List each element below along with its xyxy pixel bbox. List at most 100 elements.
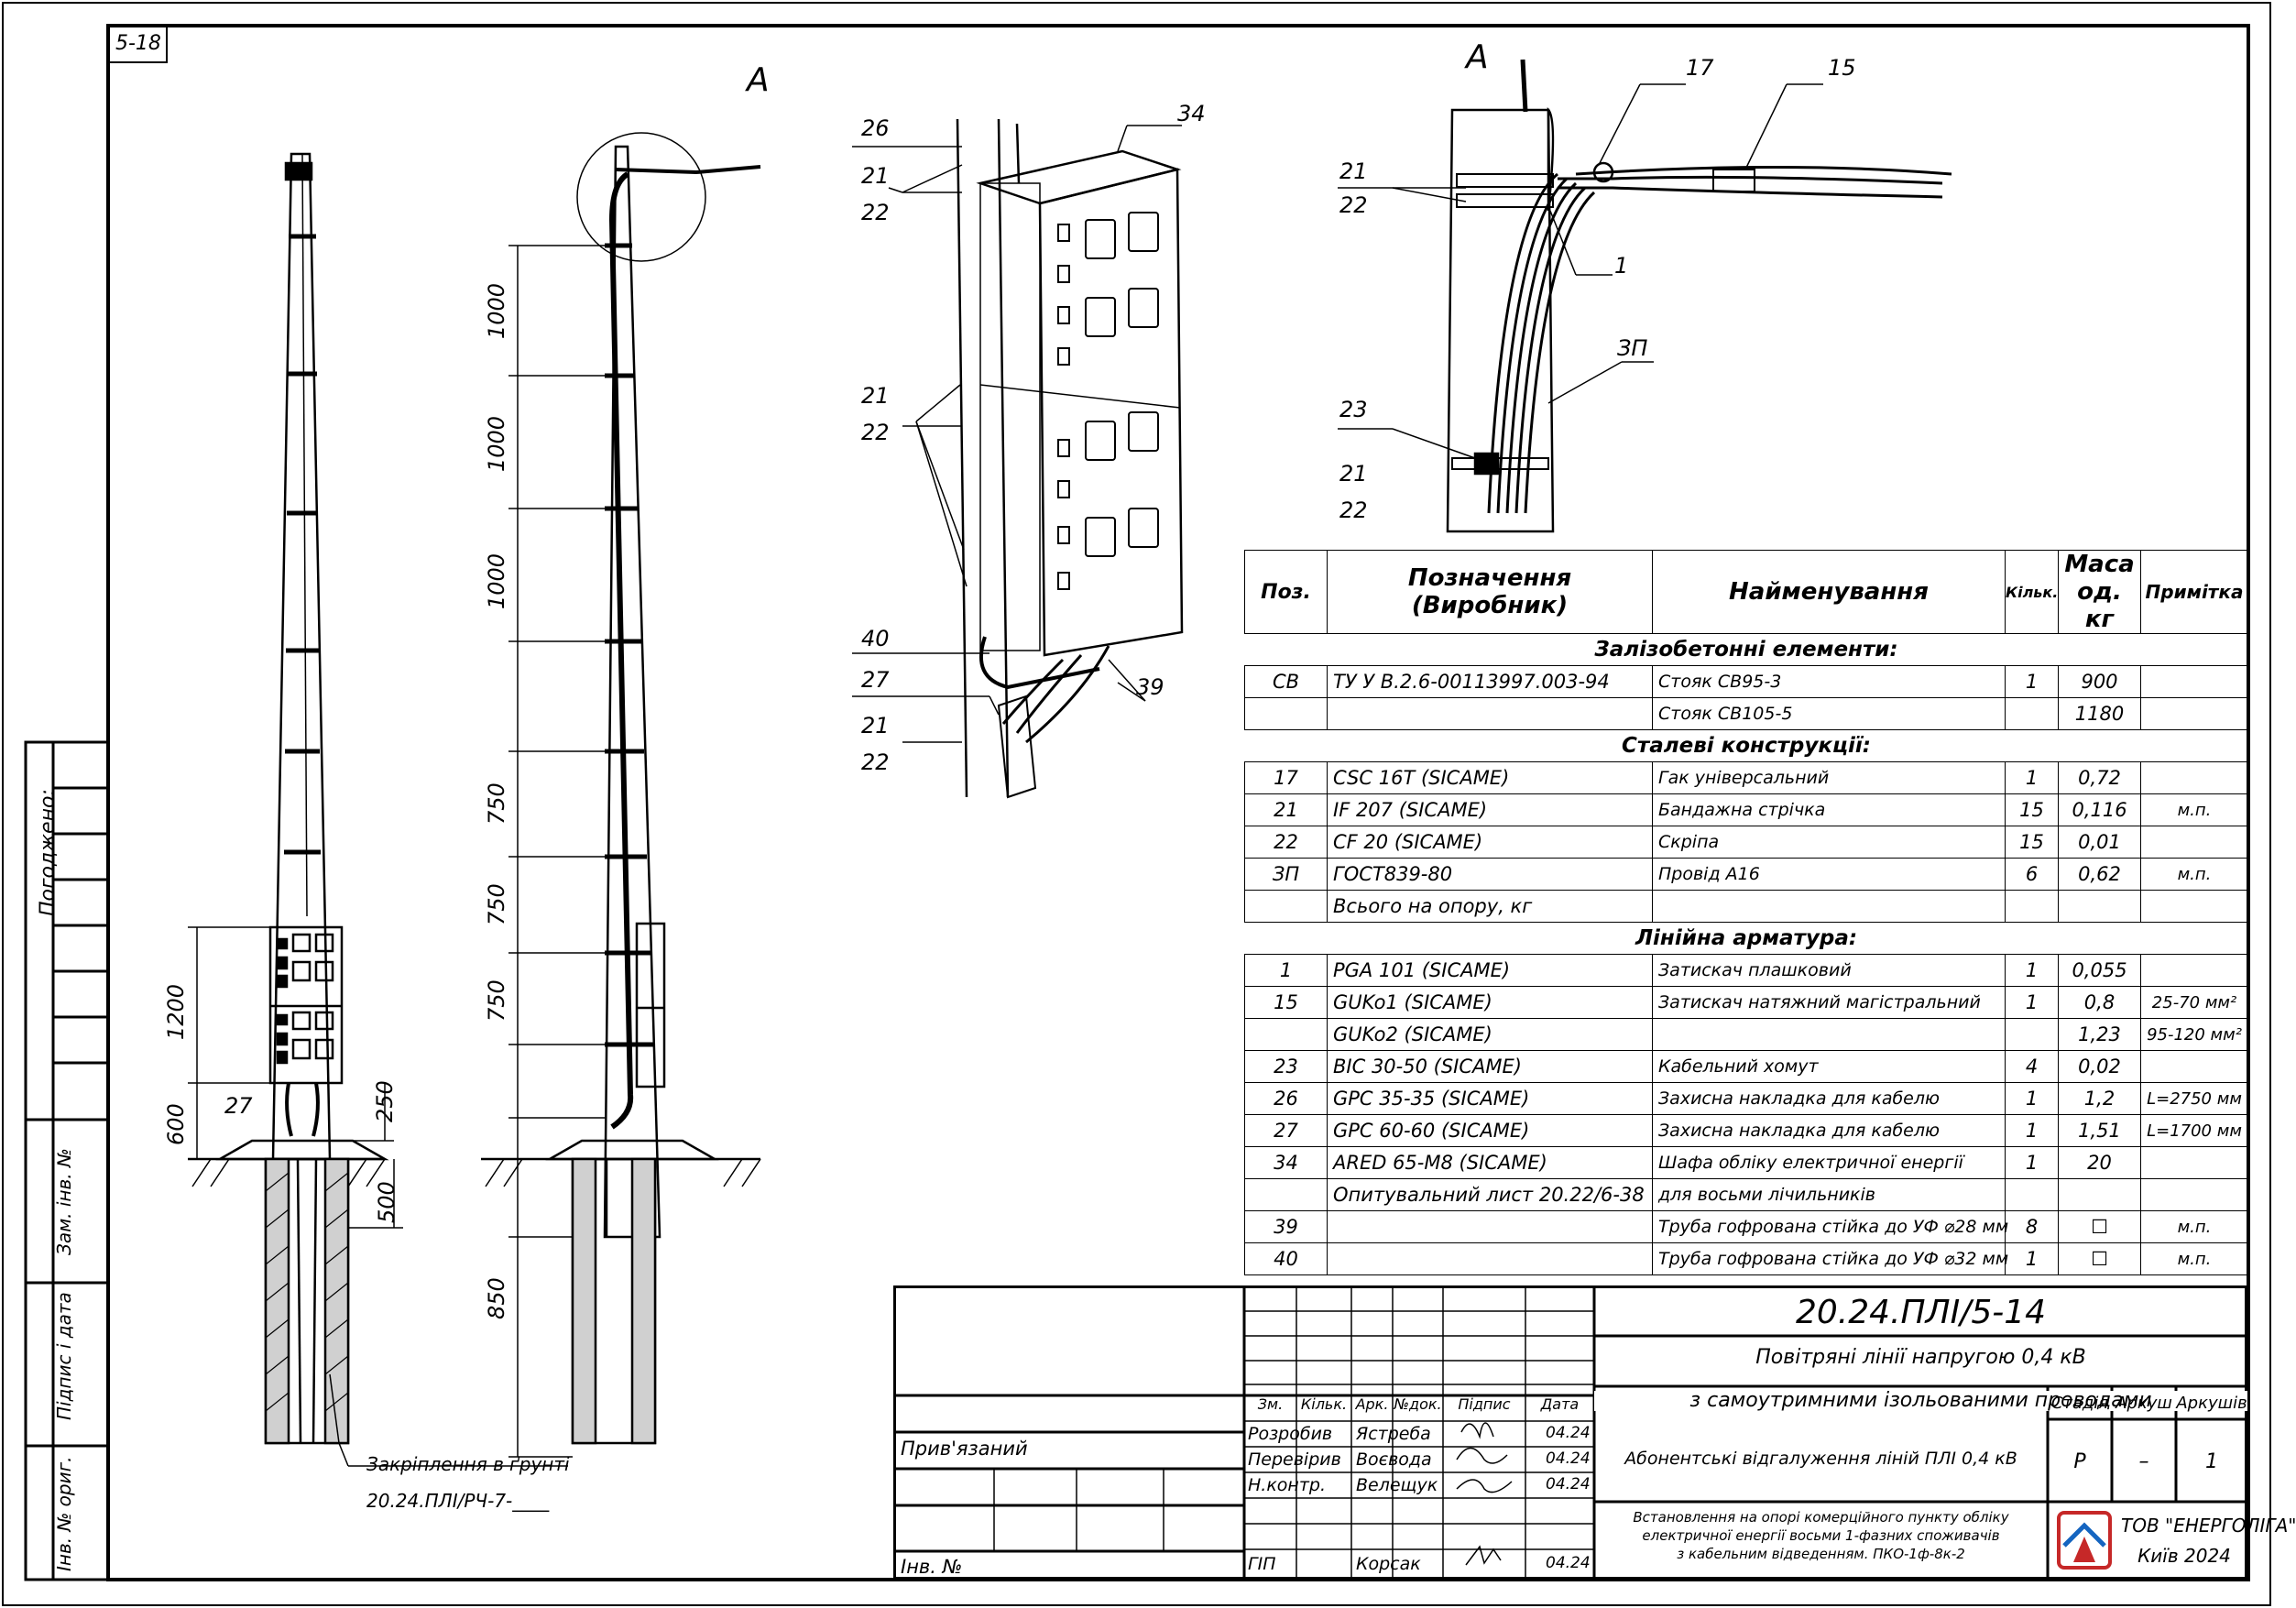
sheets-label: Аркушів (2176, 1394, 2247, 1413)
name-chief-engineer: Корсак (1356, 1554, 1421, 1574)
spec-cell-mass: 1,23 (2058, 1018, 2141, 1051)
rev-header-sign: Підпис (1458, 1395, 1511, 1413)
spec-cell-code: CF 20 (SICAME) (1327, 826, 1653, 859)
spec-cell-mass: 0,055 (2058, 954, 2141, 987)
spec-cell-name: Скріпа (1652, 826, 2006, 859)
spec-cell-name: Затискач плашковий (1652, 954, 2006, 987)
spec-cell-code: ГОСТ839-80 (1327, 858, 1653, 891)
dim-500: 500 (374, 1181, 399, 1223)
spec-cell-code: GPC 35-35 (SICAME) (1327, 1082, 1653, 1115)
spec-cell-code: GUKo2 (SICAME) (1327, 1018, 1653, 1051)
spec-cell-qty: 6 (2005, 858, 2059, 891)
drawing-title: Абонентські відгалуження ліній ПЛІ 0,4 к… (1624, 1449, 2017, 1469)
detail-a-circle (576, 132, 706, 262)
spec-cell-name: Труба гофрована стійка до УФ ⌀28 мм (1652, 1210, 2008, 1243)
spec-cell-qty (2005, 1018, 2059, 1051)
dim-1200: 1200 (163, 983, 189, 1040)
rev-header-qty: Кільк. (1300, 1395, 1348, 1413)
metering-cabinet-side (635, 922, 666, 1088)
spec-cell-mass: 1,51 (2058, 1114, 2141, 1147)
col-qty: Кільк. (2005, 550, 2059, 634)
stage-label: Стадія (2050, 1394, 2109, 1413)
spec-cell-pos: СВ (1244, 665, 1328, 698)
spec-cell-name: Труба гофрована стійка до УФ ⌀32 мм (1652, 1242, 2008, 1275)
col-code: Позначення(Виробник) (1327, 550, 1653, 634)
spec-cell-note (2140, 954, 2248, 987)
callout-22-a: 22 (861, 200, 890, 225)
spec-cell-name: Кабельний хомут (1652, 1050, 2006, 1083)
date-norm-control: 04.24 (1546, 1475, 1591, 1493)
callout-27: 27 (861, 667, 890, 693)
dim-250: 250 (372, 1080, 398, 1122)
spec-cell-note (2140, 1146, 2248, 1179)
spec-cell-note: 95-120 мм² (2140, 1018, 2248, 1051)
role-developer: Розробив (1248, 1424, 1333, 1444)
spec-cell-mass: 900 (2058, 665, 2141, 698)
company-logo (2055, 1509, 2114, 1571)
spec-cell-mass: 20 (2058, 1146, 2141, 1179)
foundation-ref: 20.24.ПЛІ/РЧ-7-____ (366, 1490, 550, 1512)
spec-cell-code: Опитувальний лист 20.22/6-38 (1327, 1178, 1653, 1211)
spec-cell-mass: 1,2 (2058, 1082, 2141, 1115)
spec-cell-pos (1244, 1018, 1328, 1051)
spec-table: Поз. Позначення(Виробник) Найменування К… (1244, 550, 2248, 1275)
spec-section-title: Лінійна арматура: (1244, 922, 2248, 955)
name-checker: Воєвода (1356, 1449, 1432, 1470)
spec-cell-pos (1244, 1178, 1328, 1211)
spec-cell-code: GPC 60-60 (SICAME) (1327, 1114, 1653, 1147)
detail-callout-21-a: 21 (1339, 159, 1368, 184)
spec-cell-code (1327, 1242, 1653, 1275)
date-checker: 04.24 (1546, 1449, 1591, 1468)
spec-cell-mass: 0,72 (2058, 761, 2141, 794)
callout-40: 40 (861, 626, 890, 651)
spec-cell-mass: ☐ (2058, 1242, 2141, 1275)
name-norm-control: Велещук (1356, 1475, 1438, 1495)
spec-header-row: Поз. Позначення(Виробник) Найменування К… (1244, 550, 2248, 634)
view-a-label: А (747, 61, 770, 99)
spec-cell-qty: 1 (2005, 665, 2059, 698)
sheet-value: – (2138, 1450, 2149, 1473)
detail-callout-1: 1 (1614, 253, 1629, 279)
spec-cell-note (2140, 665, 2248, 698)
spec-cell-pos: 26 (1244, 1082, 1328, 1115)
spec-cell-qty: 4 (2005, 1050, 2059, 1083)
spec-cell-note: м.п. (2140, 793, 2248, 826)
spec-cell-note (2140, 1178, 2248, 1211)
spec-cell-pos: 34 (1244, 1146, 1328, 1179)
role-checker: Перевірив (1248, 1449, 1341, 1470)
spec-cell-pos: 15 (1244, 986, 1328, 1019)
callout-21-b: 21 (861, 383, 890, 409)
spec-cell-name: Захисна накладка для кабелю (1652, 1114, 2006, 1147)
spec-cell-note (2140, 1050, 2248, 1083)
spec-cell-name (1652, 1018, 2006, 1051)
spec-cell-name: Стояк СВ105-5 (1652, 697, 2006, 730)
detail-a-view (1338, 59, 1952, 533)
sheet-label: Аркуш (2116, 1394, 2172, 1413)
spec-cell-qty: 1 (2005, 1114, 2059, 1147)
callout-34: 34 (1177, 101, 1206, 126)
drawing-desc-2: електричної енергії восьми 1-фазних спож… (1642, 1527, 2000, 1544)
spec-cell-note: L=1700 мм (2140, 1114, 2248, 1147)
spec-cell-note: м.п. (2140, 1242, 2248, 1275)
left-stamp-columns (24, 740, 110, 1581)
spec-cell-code: ARED 65-M8 (SICAME) (1327, 1146, 1653, 1179)
spec-cell-qty: 15 (2005, 826, 2059, 859)
spec-cell-name: Шафа обліку електричної енергії (1652, 1146, 2006, 1179)
detail-callout-22-a: 22 (1339, 192, 1368, 218)
spec-cell-note: 25-70 мм² (2140, 986, 2248, 1019)
dim-600: 600 (163, 1103, 189, 1145)
title-block: Прив'язаний Інв. № Зм. Кільк. Арк. №док.… (893, 1285, 2296, 1580)
spec-cell-mass (2058, 890, 2141, 923)
dim-1000-a: 1000 (484, 282, 509, 339)
spec-cell-qty: 15 (2005, 793, 2059, 826)
spec-row: Всього на опору, кг (1244, 890, 2248, 923)
detail-callout-17: 17 (1686, 55, 1714, 81)
col-note: Примітка (2140, 550, 2248, 634)
dim-850: 850 (484, 1277, 509, 1319)
spec-cell-name (1652, 890, 2006, 923)
